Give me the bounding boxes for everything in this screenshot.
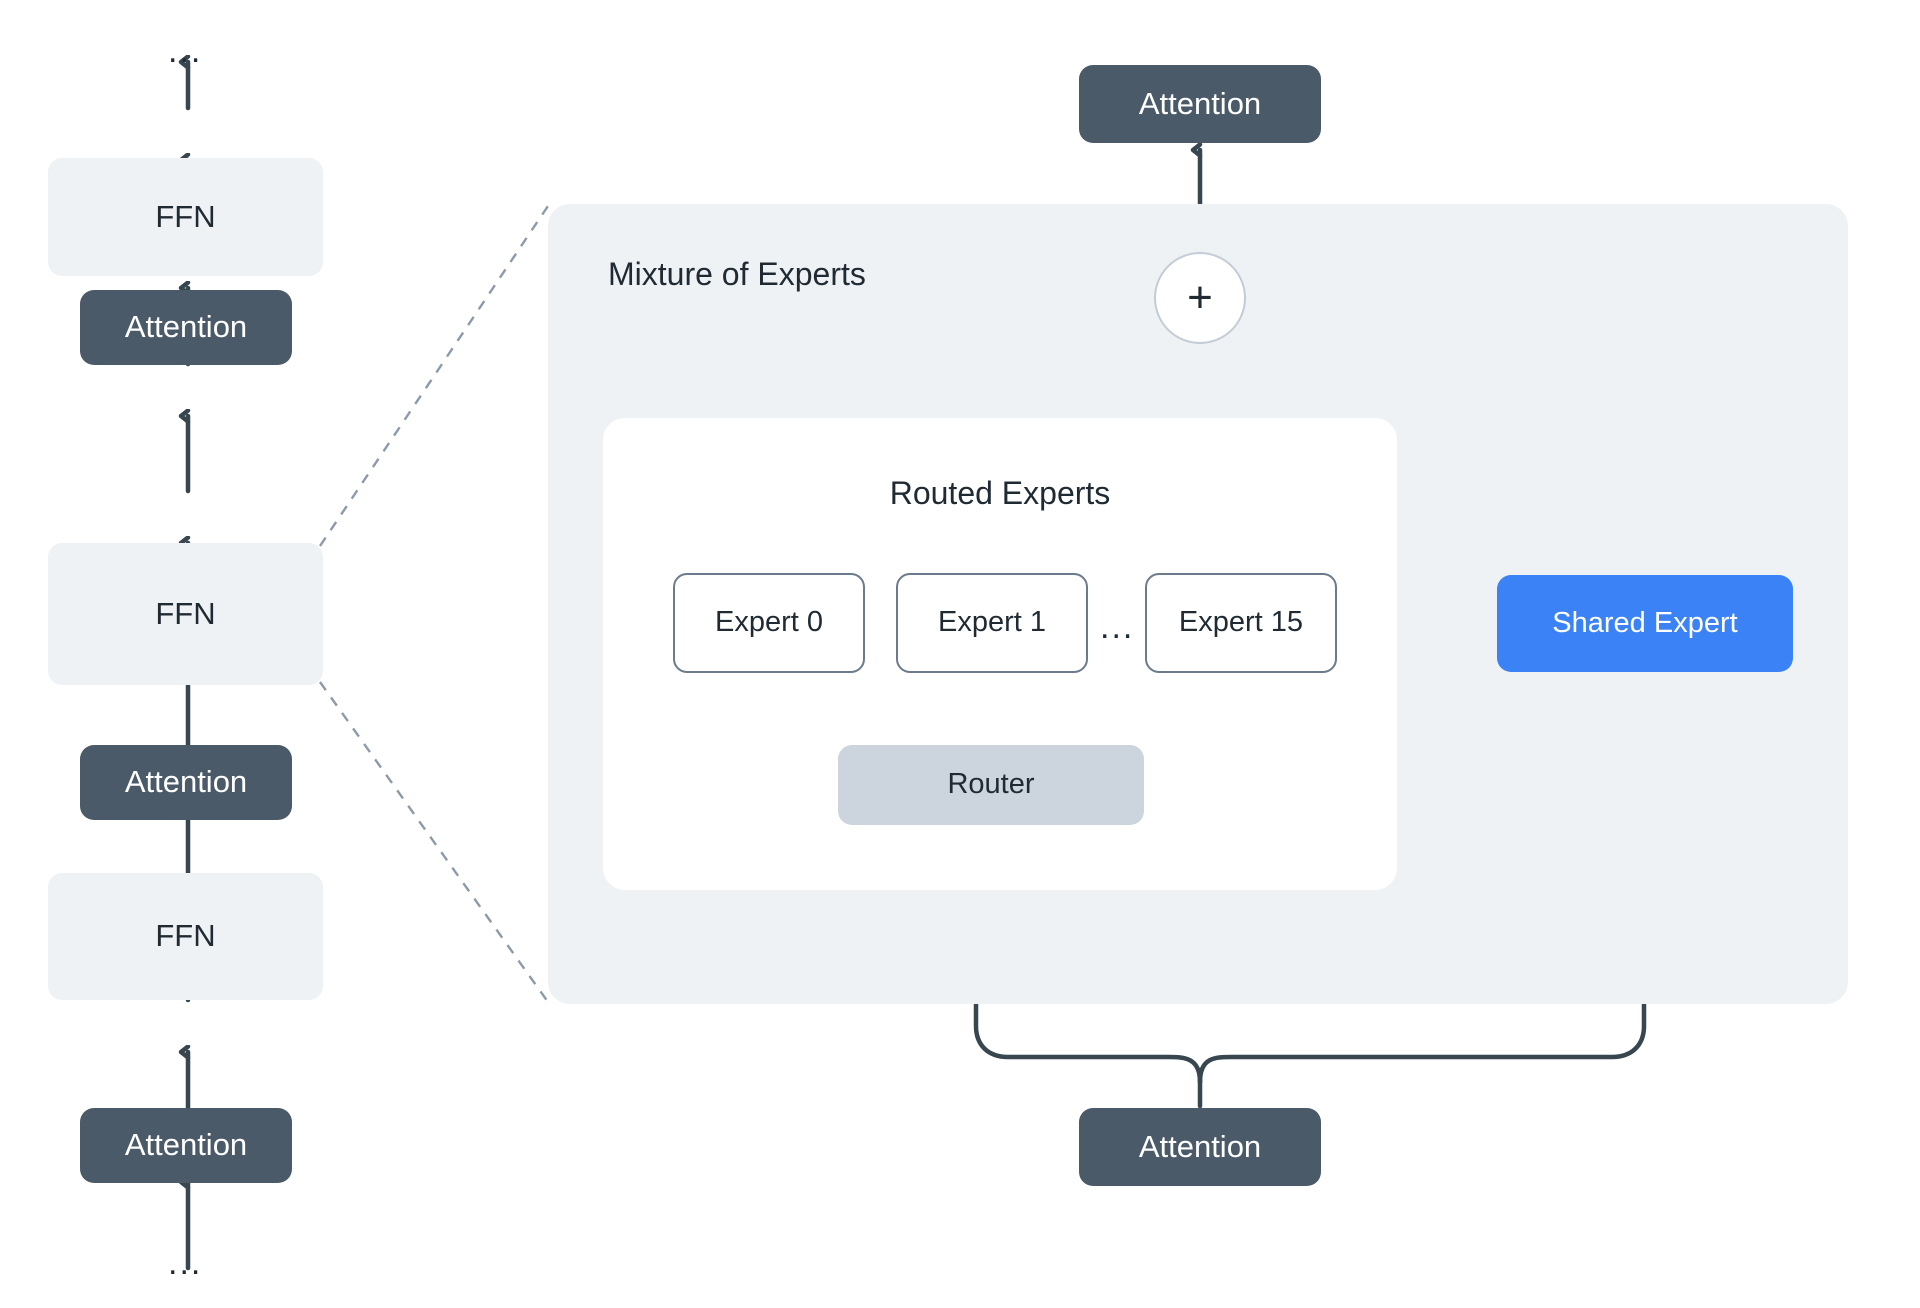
routed-experts-title: Routed Experts: [889, 475, 1111, 511]
left-ffn-bottom-label: FFN: [155, 918, 216, 954]
shared-expert-label: Shared Expert: [1552, 606, 1738, 639]
zoom-connector-lines: [319, 205, 549, 1003]
moe-output-attention[interactable]: Attention: [1079, 65, 1321, 143]
left-attention-3-label: Attention: [124, 309, 248, 345]
left-attention-2-label: Attention: [124, 764, 248, 800]
left-ffn-block-middle-inner: FFN: [48, 543, 323, 685]
plus-symbol: +: [1187, 273, 1213, 322]
left-attention-block-3[interactable]: Attention: [80, 290, 292, 365]
left-stack-bottom-ellipsis: ...: [168, 1244, 203, 1282]
left-attention-1-label: Attention: [124, 1127, 248, 1163]
mixture-of-experts-title: Mixture of Experts: [608, 256, 866, 292]
expert-box-1[interactable]: Expert 1: [896, 573, 1088, 673]
expert-box-0[interactable]: Expert 0: [673, 573, 865, 673]
left-ffn-block-middle[interactable]: [48, 543, 323, 685]
left-ffn-block-bottom[interactable]: FFN: [48, 873, 323, 1000]
shared-expert-box[interactable]: Shared Expert: [1497, 575, 1793, 672]
left-attention-block-2b[interactable]: Attention: [80, 745, 292, 820]
moe-input-attention[interactable]: Attention: [1079, 1108, 1321, 1186]
moe-output-attention-label: Attention: [1138, 85, 1262, 121]
router-label: Router: [947, 768, 1035, 801]
left-ffn-top-label: FFN: [155, 198, 216, 234]
moe-input-attention-label: Attention: [1138, 1128, 1262, 1164]
expert-0-label: Expert 0: [715, 606, 823, 639]
left-ffn-middle-label: FFN: [155, 595, 216, 631]
router-box[interactable]: Router: [838, 745, 1144, 825]
experts-ellipsis: ...: [1100, 608, 1135, 646]
expert-15-label: Expert 15: [1178, 606, 1304, 639]
left-ffn-block-top[interactable]: FFN: [48, 158, 323, 276]
left-stack-top-ellipsis: ...: [168, 32, 203, 70]
expert-1-label: Expert 1: [938, 606, 1046, 639]
expert-box-15[interactable]: Expert 15: [1145, 573, 1337, 673]
left-attention-block-1[interactable]: Attention: [80, 1108, 292, 1183]
combine-plus-node[interactable]: +: [1154, 252, 1246, 344]
